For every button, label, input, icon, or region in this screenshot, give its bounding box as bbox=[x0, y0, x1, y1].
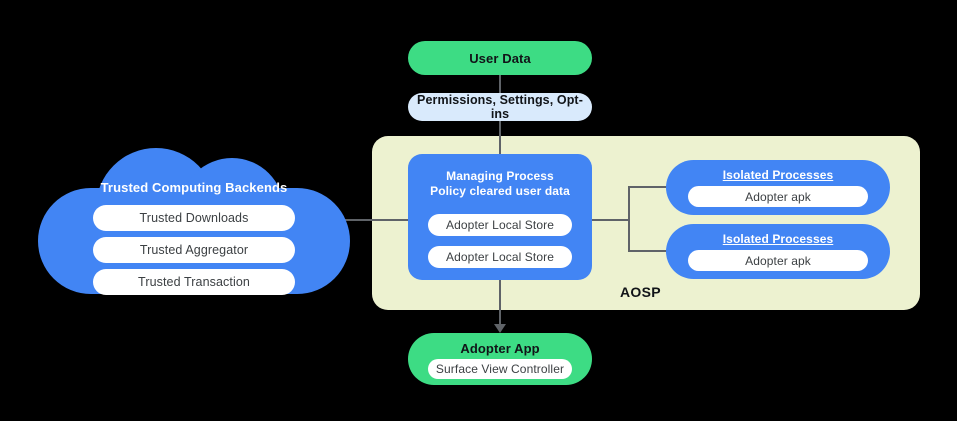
adopter-local-store-1[interactable]: Adopter Local Store bbox=[428, 214, 572, 236]
connector-userdata-permissions bbox=[499, 75, 501, 93]
permissions-label: Permissions, Settings, Opt-ins bbox=[417, 93, 583, 121]
trusted-computing-cloud[interactable]: Trusted Computing Backends Trusted Downl… bbox=[38, 148, 350, 295]
cloud-item-trusted-aggregator[interactable]: Trusted Aggregator bbox=[93, 237, 295, 263]
connector-managingprocess-adopterapp bbox=[499, 280, 501, 325]
connector-managingprocess-branch bbox=[590, 219, 630, 221]
cloud-item-label: Trusted Transaction bbox=[138, 275, 250, 289]
cloud-item-label: Trusted Aggregator bbox=[139, 243, 249, 257]
connector-branch-iso1 bbox=[628, 186, 668, 188]
cloud-title: Trusted Computing Backends bbox=[100, 180, 288, 195]
isolated-process-title: Isolated Processes bbox=[722, 168, 834, 182]
adopter-apk-label: Adopter apk bbox=[745, 253, 811, 268]
arrow-down-icon bbox=[494, 324, 506, 333]
connector-cloud-managingprocess bbox=[318, 219, 410, 221]
user-data-label: User Data bbox=[469, 50, 531, 66]
surface-view-controller-label: Surface View Controller bbox=[435, 362, 565, 376]
isolated-process-title: Isolated Processes bbox=[722, 232, 834, 246]
surface-view-controller[interactable]: Surface View Controller bbox=[428, 359, 572, 379]
adopter-app-title: Adopter App bbox=[460, 341, 540, 356]
managing-process-node[interactable]: Managing Process Policy cleared user dat… bbox=[408, 154, 592, 280]
adopter-local-store-label: Adopter Local Store bbox=[446, 250, 554, 264]
connector-branch-iso2 bbox=[628, 250, 668, 252]
aosp-label: AOSP bbox=[620, 284, 661, 300]
adopter-app-node[interactable]: Adopter App Surface View Controller bbox=[408, 333, 592, 385]
permissions-node[interactable]: Permissions, Settings, Opt-ins bbox=[408, 93, 592, 121]
managing-process-title: Managing Process Policy cleared user dat… bbox=[408, 169, 592, 199]
connector-permissions-managingprocess bbox=[499, 121, 501, 157]
isolated-process-node-1[interactable]: Isolated Processes Adopter apk bbox=[666, 160, 890, 215]
adopter-apk-1[interactable]: Adopter apk bbox=[688, 186, 868, 207]
cloud-item-trusted-transaction[interactable]: Trusted Transaction bbox=[93, 269, 295, 295]
cloud-item-label: Trusted Downloads bbox=[139, 211, 249, 225]
adopter-apk-2[interactable]: Adopter apk bbox=[688, 250, 868, 271]
connector-branch-trunk bbox=[628, 186, 630, 252]
adopter-apk-label: Adopter apk bbox=[745, 189, 811, 204]
user-data-node[interactable]: User Data bbox=[408, 41, 592, 75]
isolated-process-node-2[interactable]: Isolated Processes Adopter apk bbox=[666, 224, 890, 279]
adopter-local-store-label: Adopter Local Store bbox=[446, 218, 554, 232]
adopter-local-store-2[interactable]: Adopter Local Store bbox=[428, 246, 572, 268]
cloud-item-trusted-downloads[interactable]: Trusted Downloads bbox=[93, 205, 295, 231]
managing-process-title-line2: Policy cleared user data bbox=[430, 184, 570, 198]
managing-process-title-line1: Managing Process bbox=[446, 169, 554, 183]
